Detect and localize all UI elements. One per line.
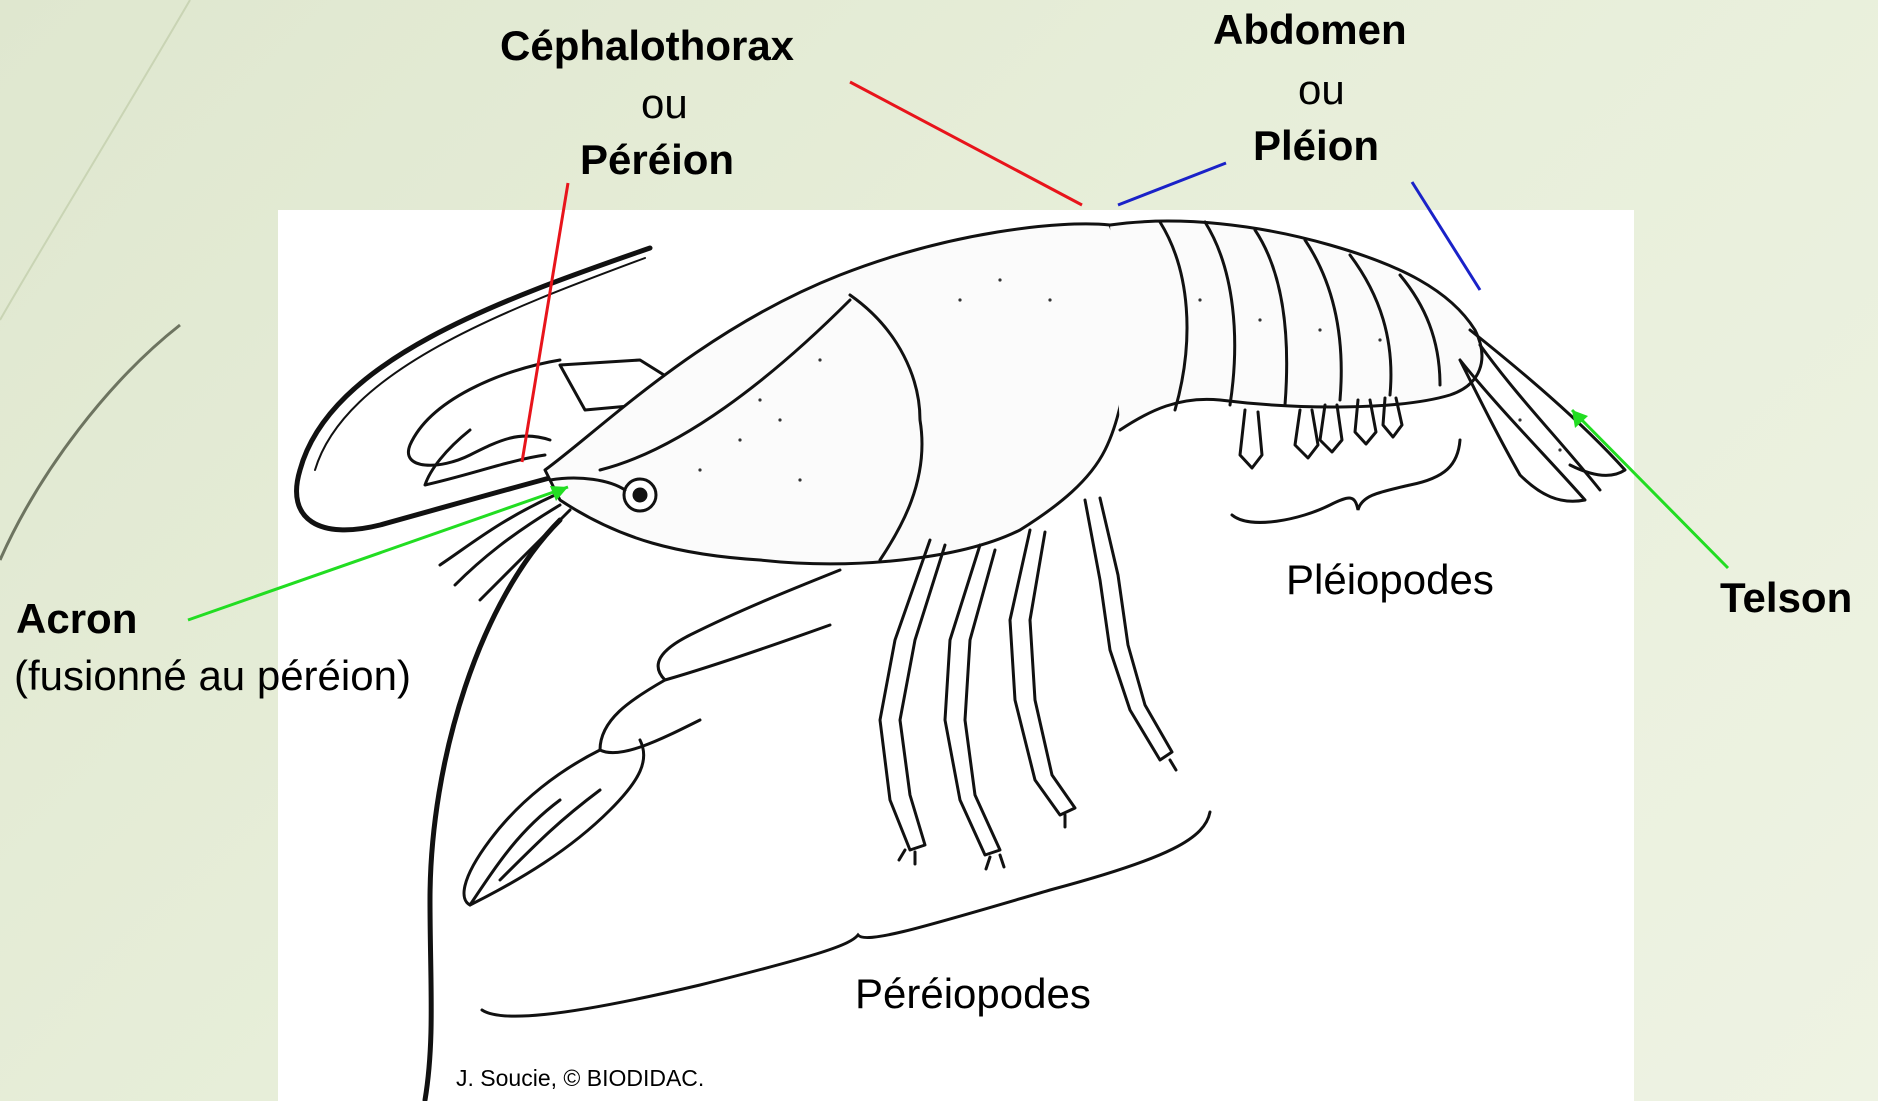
label-acron-note: (fusionné au péréion) [14,652,411,700]
label-pleion: Pléion [1253,122,1379,170]
label-pereion: Péréion [580,136,734,184]
label-ou-pleion: ou [1298,66,1345,114]
pleiopodes-bracket [1232,440,1460,522]
image-credit: J. Soucie, © BIODIDAC. [456,1065,704,1092]
pereiopodes-bracket [482,812,1210,1016]
label-acron: Acron [16,595,137,643]
pleion-pointer [1412,182,1480,290]
telson-pointer [1572,410,1728,568]
label-pereiopodes: Péréiopodes [855,970,1091,1018]
label-telson: Telson [1720,574,1852,622]
label-pleiopodes: Pléiopodes [1286,556,1494,604]
acron-pointer [188,487,568,620]
label-abdomen: Abdomen [1213,6,1407,54]
label-ou-pereion: ou [641,80,688,128]
label-cephalothorax: Céphalothorax [500,22,794,70]
abdomen-pointer [1118,163,1226,205]
cephalothorax-pointer [850,82,1082,205]
pereion-pointer [522,183,568,462]
